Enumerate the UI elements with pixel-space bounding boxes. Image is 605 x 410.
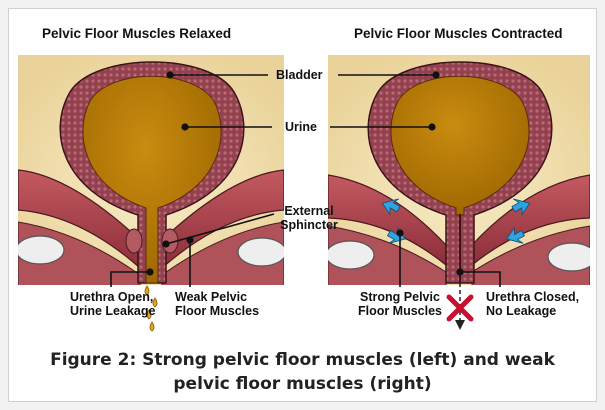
caption-line2: pelvic floor muscles (right) <box>0 372 605 396</box>
title-contracted: Pelvic Floor Muscles Contracted <box>354 26 563 41</box>
label-strong-muscles-line1: Strong Pelvic <box>352 290 448 304</box>
label-weak-muscles-line1: Weak Pelvic <box>175 290 259 304</box>
label-external-sphincter-line1: External <box>271 204 347 218</box>
label-urethra-open: Urethra Open, Urine Leakage <box>70 290 155 318</box>
label-bladder: Bladder <box>276 68 323 82</box>
flow-arrowhead <box>455 320 465 330</box>
label-strong-muscles-line2: Floor Muscles <box>352 304 448 318</box>
figure-caption: Figure 2: Strong pelvic floor muscles (l… <box>0 348 605 396</box>
bone-left <box>16 236 64 264</box>
label-weak-muscles-line2: Floor Muscles <box>175 304 259 318</box>
label-urethra-open-line1: Urethra Open, <box>70 290 155 304</box>
title-relaxed: Pelvic Floor Muscles Relaxed <box>42 26 231 41</box>
label-urine: Urine <box>285 120 317 134</box>
label-strong-muscles: Strong Pelvic Floor Muscles <box>352 290 448 318</box>
label-external-sphincter: External Sphincter <box>271 204 347 232</box>
label-weak-muscles: Weak Pelvic Floor Muscles <box>175 290 259 318</box>
label-urethra-closed-line1: Urethra Closed, <box>486 290 579 304</box>
caption-line1: Figure 2: Strong pelvic floor muscles (l… <box>0 348 605 372</box>
label-urethra-closed: Urethra Closed, No Leakage <box>486 290 579 318</box>
label-urethra-closed-line2: No Leakage <box>486 304 579 318</box>
bone-right <box>238 238 286 266</box>
label-external-sphincter-line2: Sphincter <box>271 218 347 232</box>
label-urethra-open-line2: Urine Leakage <box>70 304 155 318</box>
bone-left-right-panel <box>326 241 374 269</box>
sphincter-left-a <box>126 229 142 253</box>
bone-right-right-panel <box>548 243 596 271</box>
